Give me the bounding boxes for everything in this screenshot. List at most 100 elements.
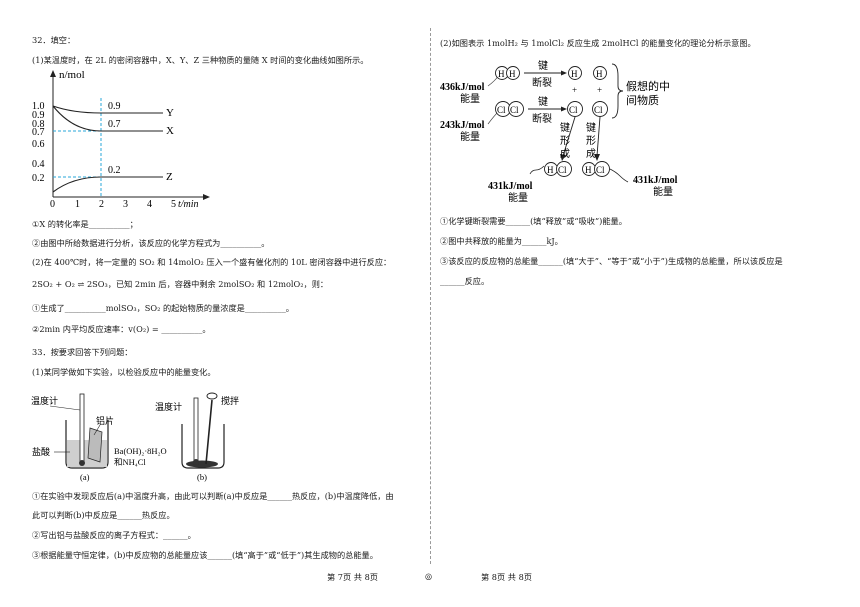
form-label-right-3: 成 [586, 148, 596, 160]
energy-cl2-label: 能量 [460, 130, 480, 143]
y-axis-arrow [50, 70, 56, 77]
curve-z [52, 176, 163, 193]
aluminum-strip [87, 427, 103, 463]
atom-cl [592, 101, 608, 117]
label-aluminum: 铝片 [96, 415, 114, 426]
q32-title: 32．填空： [32, 35, 76, 45]
y-tick: 0.4 [32, 159, 45, 170]
q33-2-energy-released: ②图中共释放的能量为______kJ。 [440, 236, 563, 246]
atom-cl-label: Cl [497, 105, 506, 115]
atom-cl-label: Cl [558, 165, 567, 175]
arrow-form-right [596, 116, 601, 157]
curve-y-name: Y [166, 107, 174, 119]
y-tick: 0.9 [32, 110, 45, 121]
atom-cl-label: Cl [510, 105, 519, 115]
atom-h-label: H [498, 69, 505, 79]
curve-z-value: 0.2 [108, 165, 121, 176]
atom-h-label: H [585, 165, 592, 175]
atom-cl-label: Cl [569, 105, 578, 115]
x-tick: 2 [99, 199, 104, 208]
thermometer-a [79, 393, 85, 465]
q32-2-so3: ①生成了__________molSO₃，SO₂ 的起始物质的量浓度是_____… [32, 303, 294, 313]
center-mark: ◎ [425, 571, 433, 581]
leader-line [93, 424, 101, 436]
arrowhead [561, 70, 567, 76]
atom-cl [567, 101, 583, 117]
atom-cl-label: Cl [594, 105, 603, 115]
q32-part1-intro: (1)某温度时，在 2L 的密闭容器中，X、Y、Z 三种物质的量随 X 时间的变… [32, 55, 369, 65]
mole-time-graph: n/mol t/min 1.0 0.9 0.8 0.7 0.6 0.4 0.2 … [32, 69, 210, 208]
form-label-left-2: 形 [560, 135, 570, 147]
release-wave [529, 165, 545, 175]
beaker-a [65, 420, 109, 469]
q33-1-judgement-line2: 此可以判断(b)中反应是______热反应。 [32, 510, 175, 520]
imaginary-label-line2: 间物质 [626, 93, 659, 107]
energy-cl2-value: 243kJ/mol [440, 120, 485, 131]
arrowhead [560, 154, 566, 161]
q33-1-judgement-line1: ①在实验中发现反应后(a)中温度升高，由此可以判断(a)中反应是______热反… [32, 491, 394, 501]
energy-hcl-left-value: 431kJ/mol [488, 181, 533, 192]
atom-h-label: H [596, 69, 603, 79]
atom-cl [508, 101, 524, 117]
x-axis-label: t/min [178, 199, 199, 208]
atom-h [593, 66, 607, 80]
y-axis-label: n/mol [59, 69, 85, 81]
q32-1-conversion: ①X 的转化率是__________； [32, 219, 138, 229]
q33-1-ionic-equation: ②写出铝与盐酸反应的离子方程式：______。 [32, 530, 196, 540]
curve-z-name: Z [166, 171, 173, 183]
atom-cl [556, 161, 572, 177]
y-tick: 0.6 [32, 139, 45, 150]
energy-hcl-right-value: 431kJ/mol [633, 175, 678, 186]
brace [611, 63, 624, 119]
energy-h2-label: 能量 [460, 92, 480, 105]
atom-h [568, 66, 582, 80]
thermometer-a-bulb [79, 460, 85, 466]
q33-1-energy-compare: ③根据能量守恒定律，(b)中反应物的总能量应该______(填“高于”或“低于”… [32, 550, 378, 560]
q32-2-rate: ②2min 内平均反应速率：v(O₂) = __________。 [32, 324, 211, 334]
beaker-b [181, 424, 225, 469]
energy-hcl-left-label: 能量 [508, 191, 528, 204]
atom-h-label: H [509, 69, 516, 79]
q33-2-bond-break: ①化学键断裂需要______(填“释放”或“吸收”)能量。 [440, 216, 627, 226]
atom-cl-label: Cl [596, 165, 605, 175]
atom-h-label: H [547, 165, 554, 175]
imaginary-label-line1: 假想的中 [626, 79, 670, 93]
x-tick: 4 [147, 199, 152, 208]
experiment-figure: 温度计 铝片 盐酸 (a) 温度计 搅拌 Ba(OH)₂·8H₂O 和NH₄Cl… [31, 392, 239, 482]
break-label-top-1: 键 [538, 59, 548, 72]
x-tick: 5 [171, 199, 176, 208]
label-a: (a) [80, 472, 90, 482]
stir-rod-ring [206, 392, 218, 400]
label-b: (b) [197, 472, 207, 482]
q32-part2-intro: (2)在 400℃时，将一定量的 SO₂ 和 14molO₂ 压入一个盛有催化剂… [32, 257, 392, 267]
q32-2-reaction: 2SO₂ + O₂ ⇌ 2SO₃，已知 2min 后，容器中剩余 2molSO₂… [32, 279, 329, 289]
label-stir: 搅拌 [221, 395, 239, 406]
y-tick: 0.7 [32, 127, 45, 138]
arrowhead [594, 154, 600, 161]
q33-part1-intro: (1)某同学做如下实验，以检验反应中的能量变化。 [32, 367, 216, 377]
y-tick: 0.8 [32, 119, 45, 130]
energy-hcl-right-label: 能量 [653, 185, 673, 198]
energy-diagram: 436kJ/mol 能量 243kJ/mol 能量 H H Cl Cl 键 断裂… [440, 59, 678, 204]
atom-h-label: H [571, 69, 578, 79]
energy-h2-value: 436kJ/mol [440, 82, 485, 93]
curve-x-value: 0.7 [108, 119, 121, 130]
page-number-left: 第 7页 共 8页 [327, 572, 378, 582]
form-label-left-1: 键 [560, 121, 570, 134]
page-number-right: 第 8页 共 8页 [481, 572, 532, 582]
curve-x [52, 105, 163, 132]
label-thermometer-b: 温度计 [155, 401, 182, 412]
break-label-bottom-2: 断裂 [532, 112, 552, 125]
plus-sign: + [572, 85, 577, 95]
thermometer-b [193, 397, 199, 465]
leader-line [49, 405, 81, 411]
leader-line [487, 75, 499, 87]
atom-h [506, 66, 520, 80]
label-hcl: 盐酸 [32, 446, 50, 457]
x-tick: 0 [50, 199, 55, 208]
atom-cl [594, 161, 610, 177]
thermometer-b-bulb [193, 459, 199, 465]
q32-1-equation: ②由图中所给数据进行分析，该反应的化学方程式为__________。 [32, 238, 270, 248]
break-label-bottom-1: 键 [538, 95, 548, 108]
form-label-right-1: 键 [586, 121, 596, 134]
